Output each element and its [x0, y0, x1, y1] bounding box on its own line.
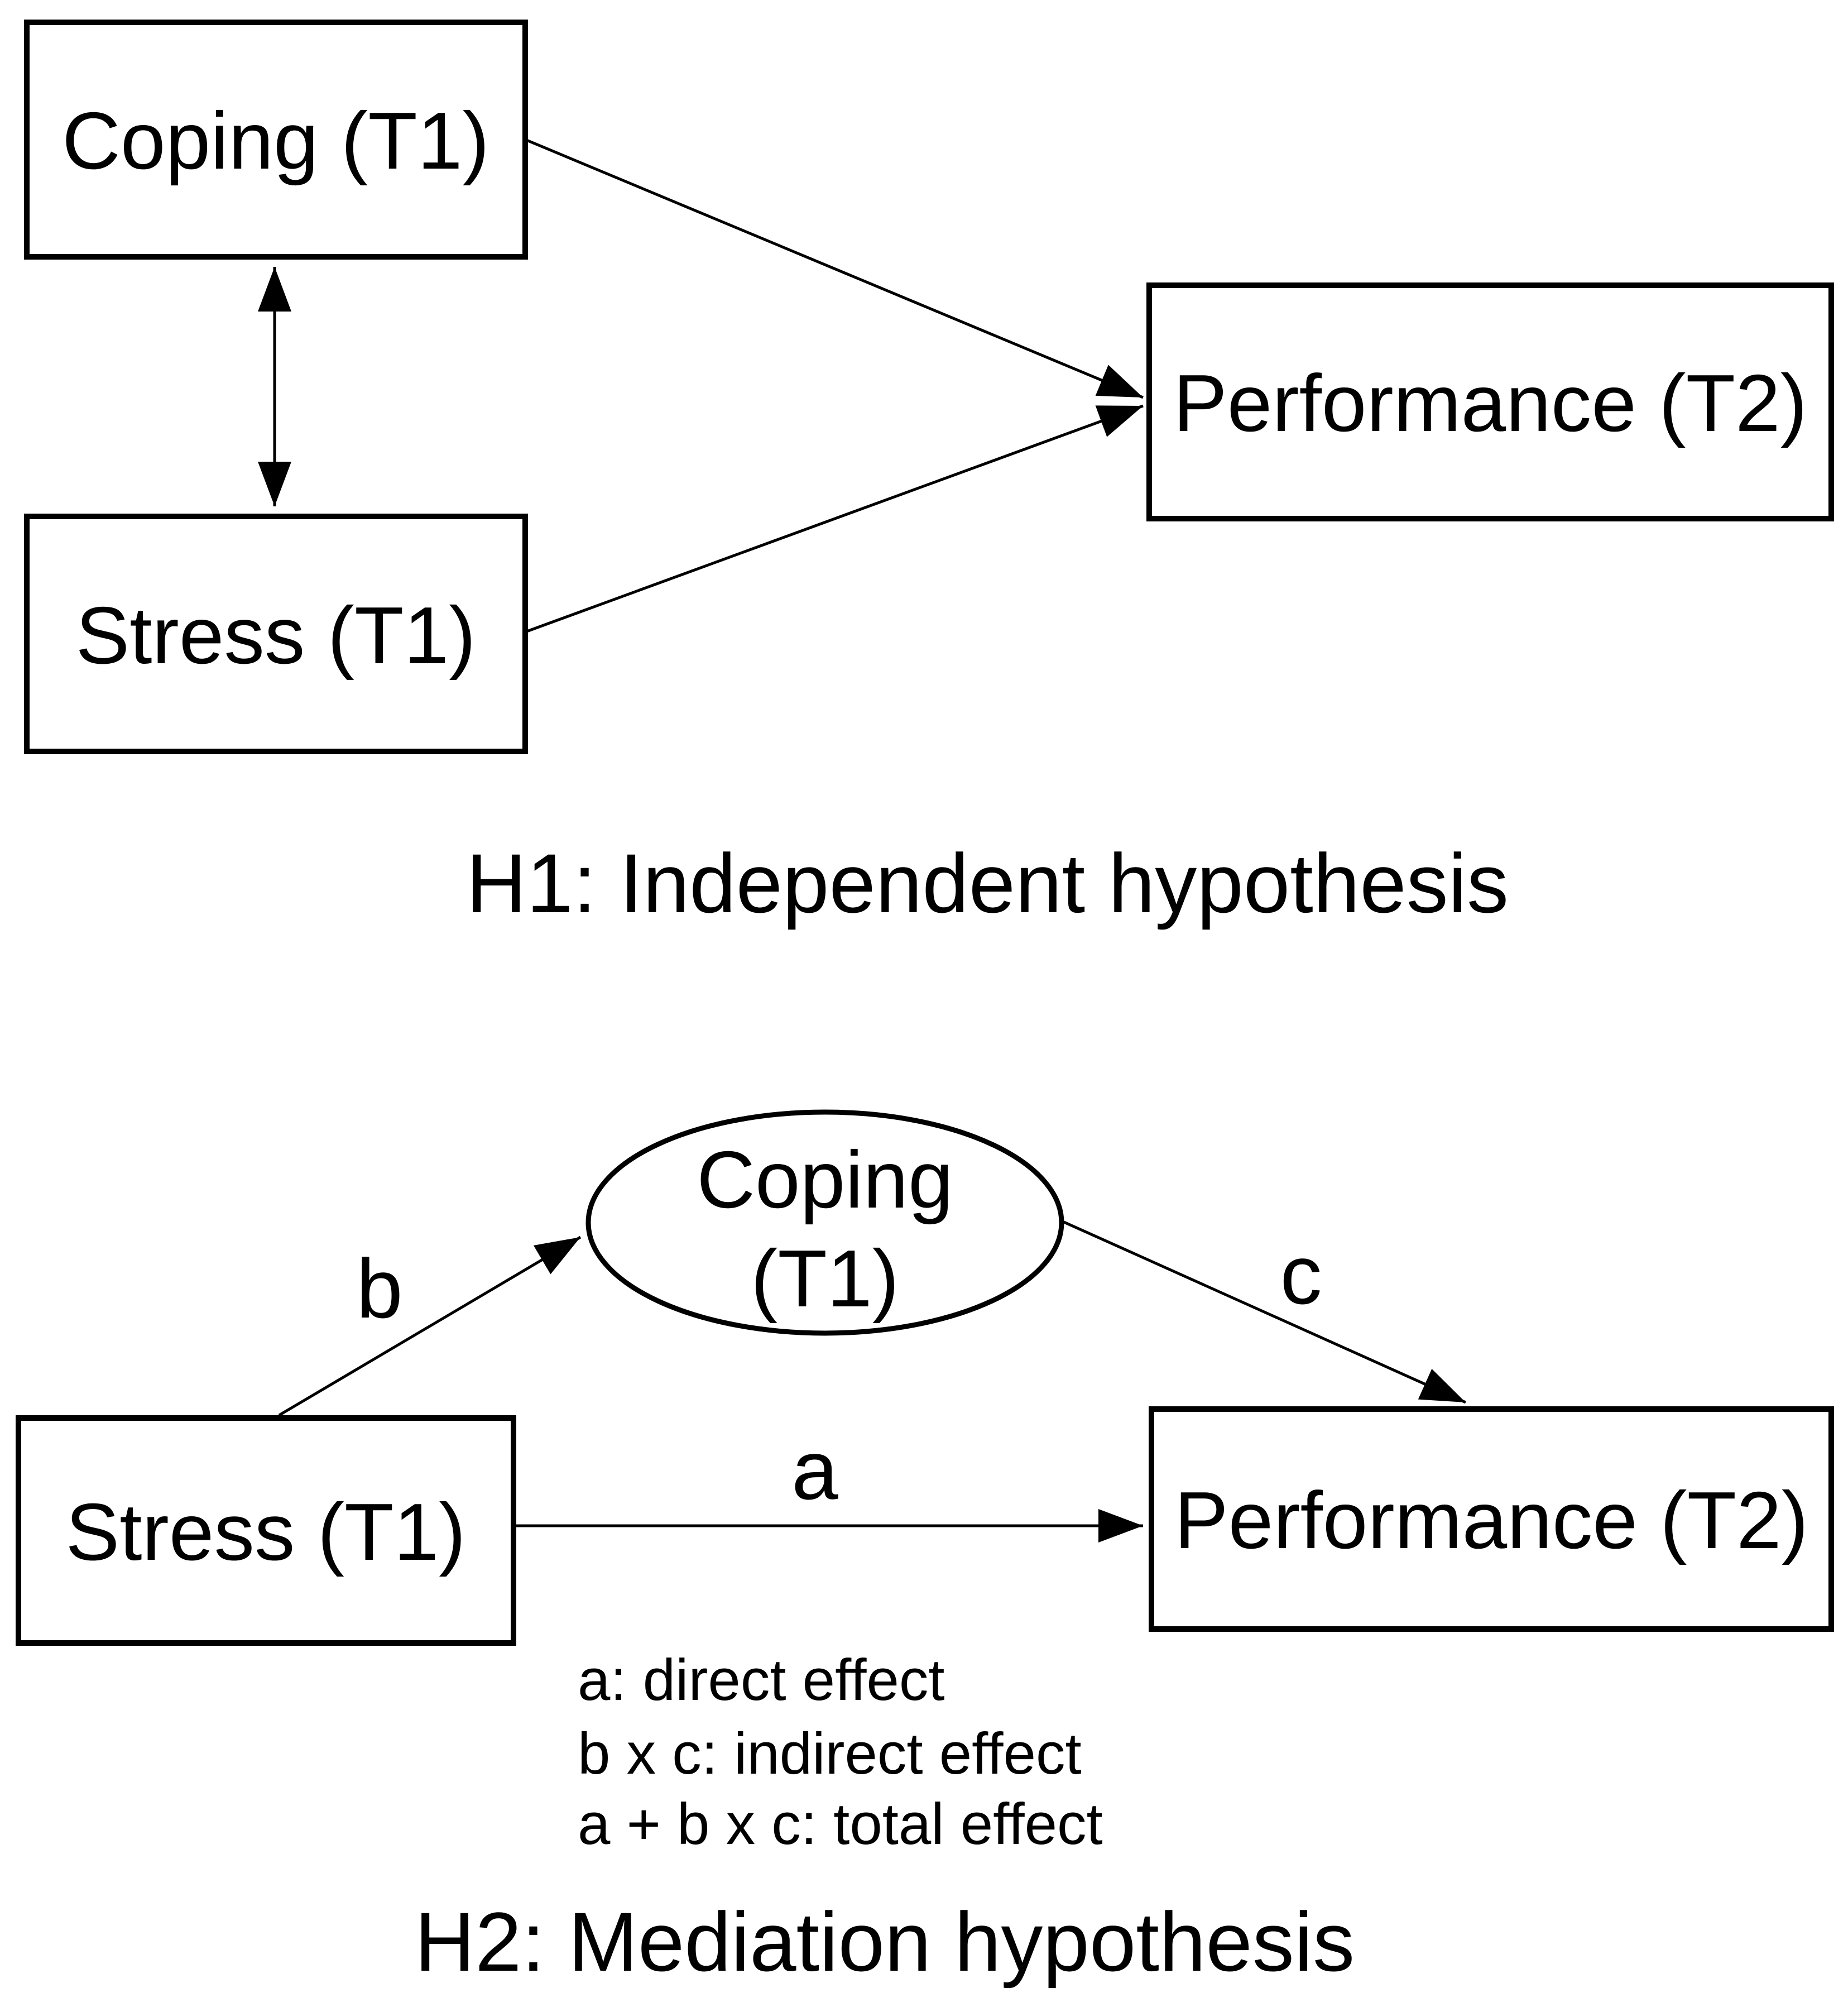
h2-caption: H2: Mediation hypothesis — [415, 1895, 1355, 1989]
h2-mediator-label-line1: Coping — [697, 1134, 953, 1225]
h1-performance-box-label: Performance (T2) — [1173, 358, 1807, 448]
h2-performance-box-label: Performance (T2) — [1174, 1475, 1808, 1565]
h2-direct-effect-note: a: direct effect — [578, 1647, 945, 1713]
h2-path-b-arrow — [278, 1235, 582, 1417]
h1-coping-box — [24, 20, 528, 260]
h1-stress-to-performance-arrow — [525, 404, 1144, 634]
h2-path-c-label: c — [1280, 1228, 1322, 1321]
h1-stress-box — [24, 514, 528, 754]
h2-stress-box — [16, 1415, 516, 1646]
h2-path-a-label: a — [791, 1423, 838, 1517]
h2-path-b-label: b — [356, 1242, 402, 1335]
h2-total-effect-note: a + b x c: total effect — [578, 1792, 1103, 1857]
h2-mediator-label-line2: (T1) — [751, 1233, 899, 1324]
h1-performance-box — [1146, 282, 1834, 521]
h1-caption: H1: Independent hypothesis — [466, 836, 1509, 930]
h2-path-c-arrow — [1062, 1220, 1467, 1404]
h1-stress-box-label: Stress (T1) — [76, 590, 476, 681]
h2-mediator-ellipse — [585, 1109, 1064, 1336]
h1-coping-to-performance-arrow — [525, 138, 1144, 399]
h2-performance-box — [1149, 1406, 1834, 1632]
h2-stress-box-label: Stress (T1) — [66, 1487, 466, 1577]
h2-indirect-effect-note: b x c: indirect effect — [578, 1721, 1082, 1786]
h1-coping-box-label: Coping (T1) — [62, 95, 489, 186]
